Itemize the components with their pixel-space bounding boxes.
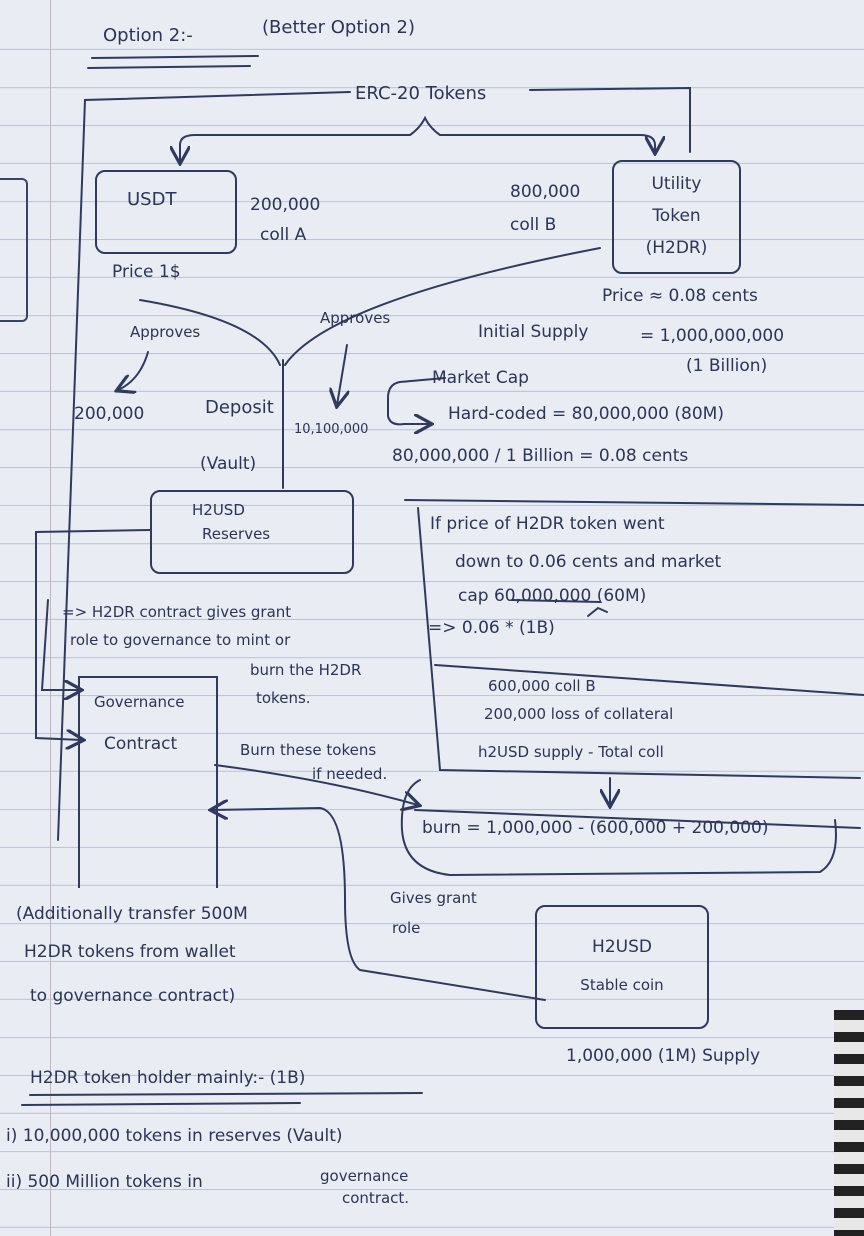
utility-line1: Utility: [651, 174, 702, 194]
scenario-line2: down to 0.06 cents and market: [455, 552, 722, 572]
burn-formula: burn = 1,000,000 - (600,000 + 200,000): [422, 818, 769, 838]
holders-item1: i) 10,000,000 tokens in reserves (Vault): [6, 1126, 343, 1146]
h2usd-line2: Stable coin: [580, 976, 664, 994]
approve-amount-left: 200,000: [74, 404, 145, 424]
h2dr-price: Price ≈ 0.08 cents: [602, 286, 758, 306]
grant-note-line3: burn the H2DR: [250, 661, 362, 679]
grant-note-line1: => H2DR contract gives grant: [62, 603, 292, 621]
burn-note-line2: if needed.: [312, 765, 388, 783]
coll-a-label: coll A: [260, 225, 307, 245]
initial-supply-note: (1 Billion): [686, 356, 768, 376]
h2usd-line1: H2USD: [592, 937, 652, 957]
governance-line2: Contract: [104, 734, 178, 754]
usdt-box: USDT: [95, 170, 237, 254]
reserves-line1: H2USD: [192, 501, 245, 519]
approves-left: Approves: [130, 323, 201, 341]
reserves-box: H2USD Reserves: [150, 490, 354, 574]
h2usd-box: H2USD Stable coin: [535, 905, 709, 1029]
market-cap-hardcoded: Hard-coded = 80,000,000 (80M): [448, 404, 724, 424]
grant-note-line4: tokens.: [256, 689, 311, 707]
additional-line3: to governance contract): [30, 986, 236, 1006]
utility-line2: Token: [652, 206, 701, 226]
coll-b-amount: 800,000: [510, 182, 581, 202]
usdt-name: USDT: [127, 189, 177, 210]
heading-option: Option 2:-: [103, 25, 193, 46]
holders-item2b: governance: [320, 1167, 409, 1185]
usdt-price: Price 1$: [112, 262, 181, 282]
approve-amount-right: 10,100,000: [294, 422, 369, 437]
utility-token-box: Utility Token (H2DR): [612, 160, 741, 274]
scenario-line3: cap 60,000,000 (60M): [458, 586, 647, 606]
h2usd-supply: 1,000,000 (1M) Supply: [566, 1046, 761, 1066]
scenario-line4: => 0.06 * (1B): [428, 618, 555, 638]
collateral-line2: 200,000 loss of collateral: [484, 705, 674, 723]
deposit-line2: (Vault): [200, 454, 257, 474]
burn-note-line1: Burn these tokens: [240, 741, 377, 759]
governance-line1: Governance: [94, 693, 185, 711]
market-cap-label: Market Cap: [432, 368, 529, 388]
collateral-line3: h2USD supply - Total coll: [478, 743, 664, 761]
initial-supply-label: Initial Supply: [478, 322, 589, 342]
additional-line1: (Additionally transfer 500M: [16, 904, 248, 924]
coll-a-amount: 200,000: [250, 195, 321, 215]
utility-line3: (H2DR): [645, 238, 708, 258]
reserves-line2: Reserves: [202, 525, 271, 543]
margin-line: [50, 0, 51, 1236]
spiral-binding: [834, 1010, 864, 1236]
collateral-line1: 600,000 coll B: [488, 677, 596, 695]
heading-subtitle: (Better Option 2): [262, 17, 416, 38]
governance-contract-box: Governance Contract: [78, 676, 218, 888]
gives-grant-line1: Gives grant: [390, 889, 477, 907]
previous-page-edge: [0, 178, 28, 322]
grant-note-line2: role to governance to mint or: [70, 631, 291, 649]
initial-supply-value: = 1,000,000,000: [640, 326, 785, 346]
scenario-line1: If price of H2DR token went: [430, 514, 665, 534]
coll-b-label: coll B: [510, 215, 557, 235]
gives-grant-line2: role: [392, 919, 421, 937]
holders-title: H2DR token holder mainly:- (1B): [30, 1068, 306, 1088]
erc20-label: ERC-20 Tokens: [355, 83, 487, 104]
holders-item2: ii) 500 Million tokens in: [6, 1172, 203, 1192]
holders-item2c: contract.: [342, 1189, 410, 1207]
additional-line2: H2DR tokens from wallet: [24, 942, 236, 962]
market-cap-calc: 80,000,000 / 1 Billion = 0.08 cents: [392, 446, 689, 466]
approves-right: Approves: [320, 309, 391, 327]
deposit-line1: Deposit: [205, 397, 274, 418]
